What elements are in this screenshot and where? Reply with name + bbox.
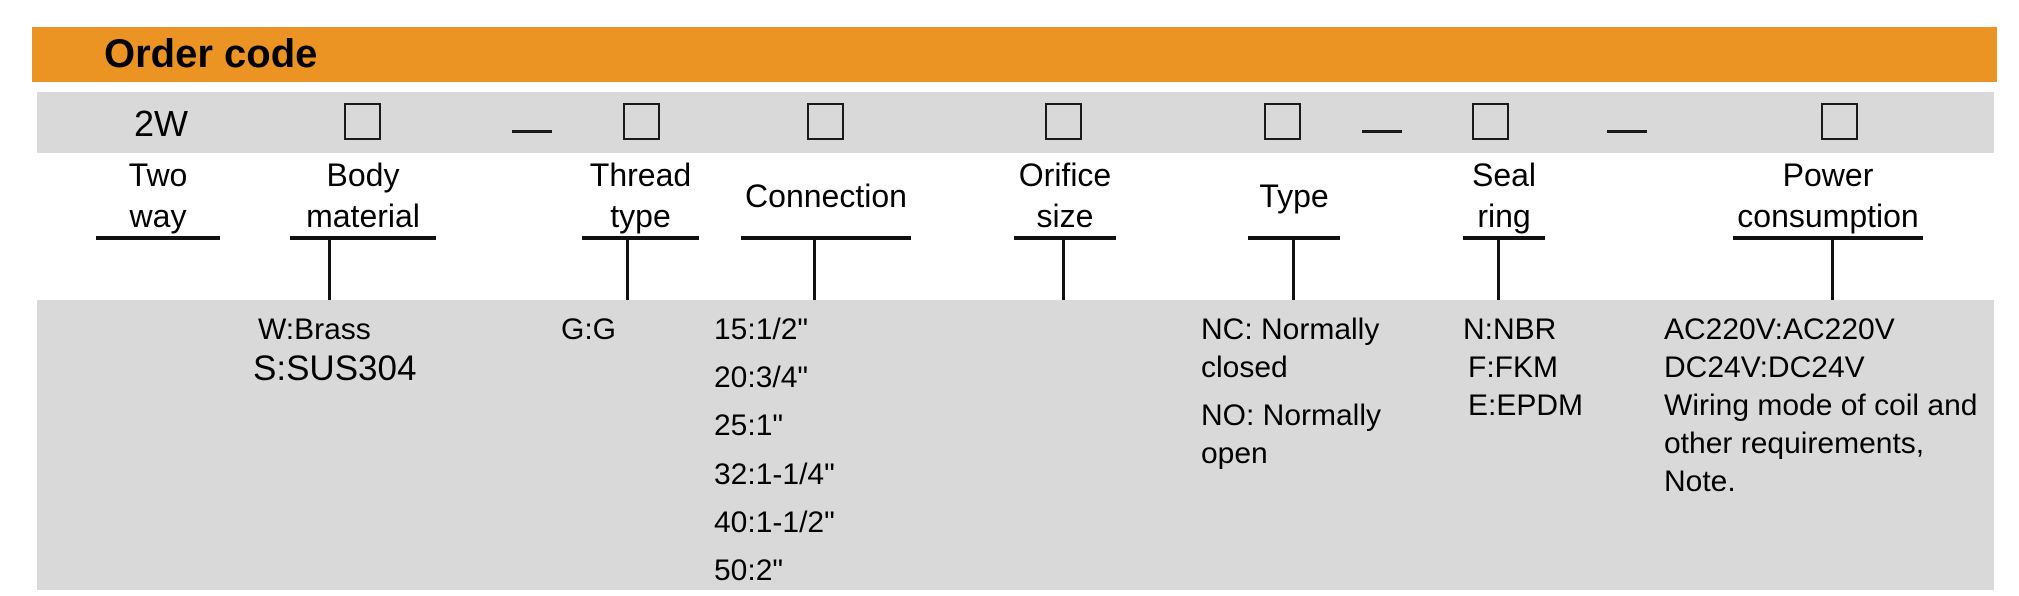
- connection-option: 50:2": [714, 554, 784, 587]
- order-code-header: [32, 27, 1997, 82]
- connector-line: [1062, 238, 1065, 300]
- connector-line: [626, 238, 629, 300]
- label-line: Orifice: [1018, 157, 1112, 193]
- underline: [582, 236, 699, 240]
- power-option: DC24V:DC24V: [1664, 351, 1865, 384]
- underline: [741, 236, 911, 240]
- seal-option: N:NBR: [1463, 313, 1557, 346]
- orifice-size-box: [1045, 103, 1082, 140]
- label-line: consumption: [1737, 198, 1919, 234]
- label-line: ring: [1477, 198, 1531, 234]
- body-option: S:SUS304: [253, 349, 417, 388]
- type-option-no: NO: Normally open: [1201, 399, 1382, 470]
- field-label-two-way: Two way: [96, 155, 220, 237]
- code-prefix: 2W: [134, 103, 188, 144]
- underline: [96, 236, 220, 240]
- body-material-box: [344, 103, 381, 140]
- power-consumption-box: [1821, 103, 1858, 140]
- connection-option: 15:1/2": [714, 313, 809, 346]
- label-line: type: [610, 198, 671, 234]
- underline: [1463, 236, 1545, 240]
- field-label-thread-type: Thread type: [582, 155, 699, 237]
- separator-dash: [1362, 130, 1402, 133]
- connection-option: 32:1-1/4": [714, 458, 835, 491]
- type-box: [1264, 103, 1301, 140]
- seal-option: F:FKM: [1468, 351, 1558, 384]
- thread-option: G:G: [561, 313, 617, 346]
- seal-option: E:EPDM: [1468, 389, 1584, 422]
- connection-option: 25:1": [714, 409, 784, 442]
- field-label-power-consumption: Power consumption: [1733, 155, 1923, 237]
- power-option: AC220V:AC220V: [1664, 313, 1895, 346]
- field-label-seal-ring: Seal ring: [1463, 155, 1545, 237]
- power-note: Wiring mode of coil and other requiremen…: [1664, 389, 1978, 498]
- connection-option: 20:3/4": [714, 361, 809, 394]
- connector-line: [1292, 238, 1295, 300]
- connector-line: [328, 238, 331, 300]
- label-line: Power: [1782, 157, 1874, 193]
- connection-box: [807, 103, 844, 140]
- code-bar: [37, 92, 1994, 153]
- underline: [1014, 236, 1116, 240]
- label-line: Seal: [1471, 157, 1537, 193]
- connector-line: [813, 238, 816, 300]
- field-label-body-material: Body material: [290, 155, 436, 237]
- connection-option: 40:1-1/2": [714, 506, 835, 539]
- underline: [1733, 236, 1923, 240]
- label-line: Two: [128, 157, 188, 193]
- options-area: [37, 300, 1994, 590]
- separator-dash: [512, 130, 552, 133]
- connector-line: [1831, 238, 1834, 300]
- field-label-type: Type: [1259, 178, 1329, 214]
- label-line: size: [1036, 198, 1094, 234]
- field-label-orifice-size: Orifice size: [1014, 155, 1116, 237]
- separator-dash: [1607, 130, 1647, 133]
- underline: [290, 236, 436, 240]
- label-line: material: [306, 198, 420, 234]
- body-option: W:Brass: [258, 313, 371, 346]
- seal-ring-box: [1472, 103, 1509, 140]
- label-line: Body: [326, 157, 400, 193]
- thread-type-box: [623, 103, 660, 140]
- label-line: Thread: [589, 157, 692, 193]
- type-option-nc: NC: Normally closed: [1201, 313, 1380, 384]
- field-label-connection: Connection: [745, 178, 907, 214]
- label-line: way: [129, 198, 187, 234]
- connector-line: [1497, 238, 1500, 300]
- order-code-title: Order code: [104, 32, 318, 76]
